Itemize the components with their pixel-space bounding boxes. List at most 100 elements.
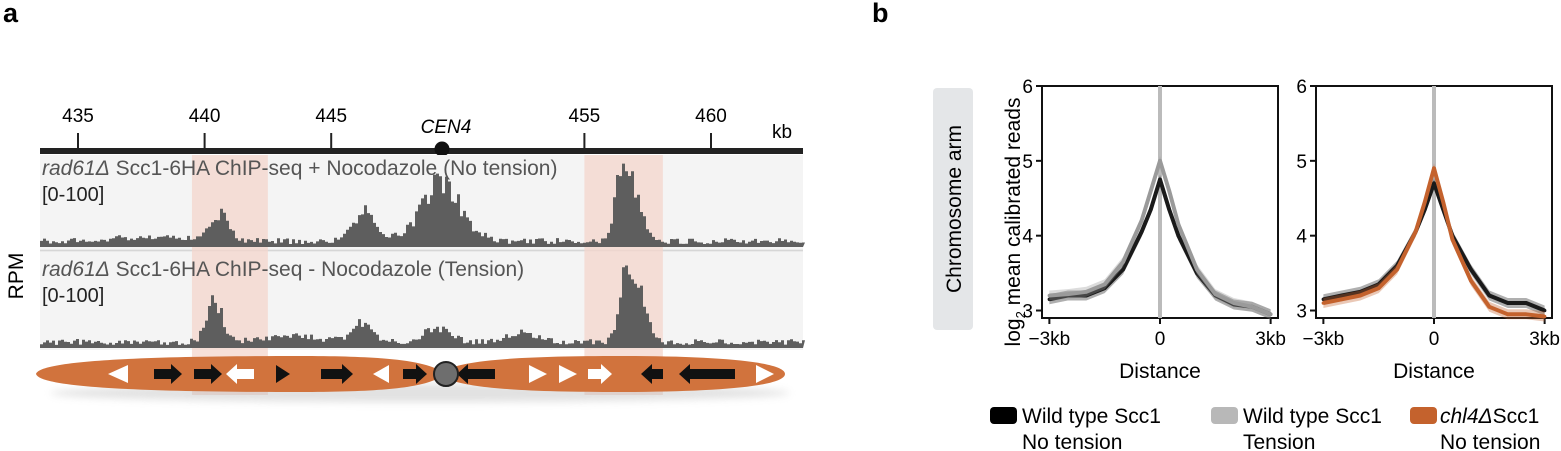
series-point <box>1506 301 1510 305</box>
gene-arrow <box>276 365 290 383</box>
series-point <box>1506 312 1510 317</box>
scale-unit-label: kb <box>772 122 792 143</box>
series-point <box>1395 267 1399 272</box>
y-tick-label: 3 <box>1022 302 1033 323</box>
y-tick-label: 6 <box>1296 77 1307 98</box>
series-point <box>1321 301 1326 305</box>
y-label-log: log <box>1002 318 1025 346</box>
panel-a-letter: a <box>3 0 19 28</box>
gene-arrow <box>108 365 128 383</box>
x-tick-label: 3kb <box>1255 329 1286 350</box>
legend-chl4-line2: No tension <box>1440 431 1540 451</box>
series-point <box>1340 293 1344 298</box>
gene-arrow <box>403 364 427 384</box>
series-point <box>1047 297 1052 302</box>
series-point <box>1413 230 1418 234</box>
y-label-rest: mean calibrated reads <box>1002 98 1025 312</box>
chromosome-arm-box <box>933 88 973 330</box>
series-point <box>1441 200 1445 204</box>
series-point <box>1524 301 1528 305</box>
gene-arrow <box>529 365 547 383</box>
series-point <box>1158 177 1162 182</box>
chromosome-cartoon <box>36 356 790 402</box>
series-ribbon <box>1323 178 1545 316</box>
chromosome-arm-label: Chromosome arm <box>943 125 966 293</box>
gene-arrow <box>226 364 254 384</box>
track-1-title: rad61Δ Scc1-6HA ChIP-seq + Nocodazole (N… <box>42 157 557 180</box>
legend-wt-no-tension-line1: Wild type Scc1 <box>1022 405 1161 428</box>
series-point <box>1047 293 1052 298</box>
series-point <box>1250 305 1254 309</box>
y-tick-label: 5 <box>1022 152 1033 173</box>
legend-wt-no-tension-line2: No tension <box>1022 431 1122 451</box>
gene-arrow <box>559 365 577 383</box>
gene-arrow <box>641 364 663 384</box>
track-1-coverage <box>40 163 805 247</box>
series-point <box>1232 301 1236 305</box>
series-point <box>1432 181 1436 186</box>
series-point <box>1167 189 1171 193</box>
y-label-subscript: 2 <box>1013 311 1028 318</box>
series-point <box>1149 207 1153 212</box>
series-point <box>1176 233 1181 238</box>
series-point <box>1121 260 1125 264</box>
series-point <box>1066 292 1070 296</box>
y-tick-label: 3 <box>1296 302 1307 323</box>
track-2-title: rad61Δ Scc1-6HA ChIP-seq - Nocodazole (T… <box>42 258 524 281</box>
series-point <box>1340 297 1344 302</box>
series-point <box>1149 189 1153 193</box>
scale-tick-label: 445 <box>315 106 347 127</box>
series-point <box>1121 267 1125 272</box>
gene-arrow <box>154 364 182 384</box>
series-point <box>1358 290 1363 294</box>
series-point <box>1376 286 1381 290</box>
y-axis-label: log2 mean calibrated reads <box>1002 98 1028 347</box>
y-tick-label: 6 <box>1022 77 1033 98</box>
series-point <box>1268 312 1273 317</box>
x-tick-label: 3kb <box>1529 329 1560 350</box>
legend-wt-tension-line1: Wild type Scc1 <box>1243 405 1382 428</box>
gene-arrow <box>756 365 774 383</box>
series-point <box>1084 290 1089 294</box>
coverage-area <box>40 163 805 247</box>
series-point <box>1450 237 1455 242</box>
series-point <box>1469 278 1473 283</box>
panel-b-letter: b <box>872 0 889 28</box>
gene-arrow <box>194 364 222 384</box>
track-2-range: [0-100] <box>42 285 104 307</box>
track-1-strain: rad61Δ <box>42 157 110 180</box>
centromere-circle <box>433 361 459 387</box>
legend-chl4-protein: Scc1 <box>1493 405 1540 428</box>
series-point <box>1524 312 1528 317</box>
rpm-axis-label: RPM <box>5 253 28 300</box>
legend-swatch-wt-tension <box>1211 407 1238 424</box>
x-tick-label: 0 <box>1429 329 1440 350</box>
highlight-region <box>191 155 268 395</box>
series-ribbon <box>1049 155 1271 320</box>
legend: Wild type Scc1 No tension Wild type Scc1… <box>990 405 1540 451</box>
series-point <box>1195 267 1199 272</box>
series-point <box>1102 282 1107 287</box>
gene-arrow <box>588 364 612 384</box>
y-tick-label: 4 <box>1022 227 1033 248</box>
series-point <box>1139 218 1144 223</box>
scale-tick-label: 460 <box>695 106 727 127</box>
legend-chl4-strain: chl4Δ <box>1440 405 1493 428</box>
series-point <box>1176 222 1181 227</box>
centromere-marker <box>434 141 450 157</box>
gene-arrow <box>373 365 389 383</box>
series-point <box>1487 305 1492 309</box>
centromere-label: CEN4 <box>421 117 472 138</box>
scale-tick-label: 435 <box>62 106 94 127</box>
x-tick-label: −3kb <box>1303 329 1345 350</box>
series-point <box>1423 200 1427 204</box>
gene-arrow <box>321 364 353 384</box>
y-tick-label: 5 <box>1296 152 1307 173</box>
gene-arrow <box>457 364 495 384</box>
x-axis-label: Distance <box>1119 360 1201 383</box>
series-point <box>1084 293 1089 298</box>
series-point <box>1542 308 1547 313</box>
series-point <box>1213 292 1218 296</box>
